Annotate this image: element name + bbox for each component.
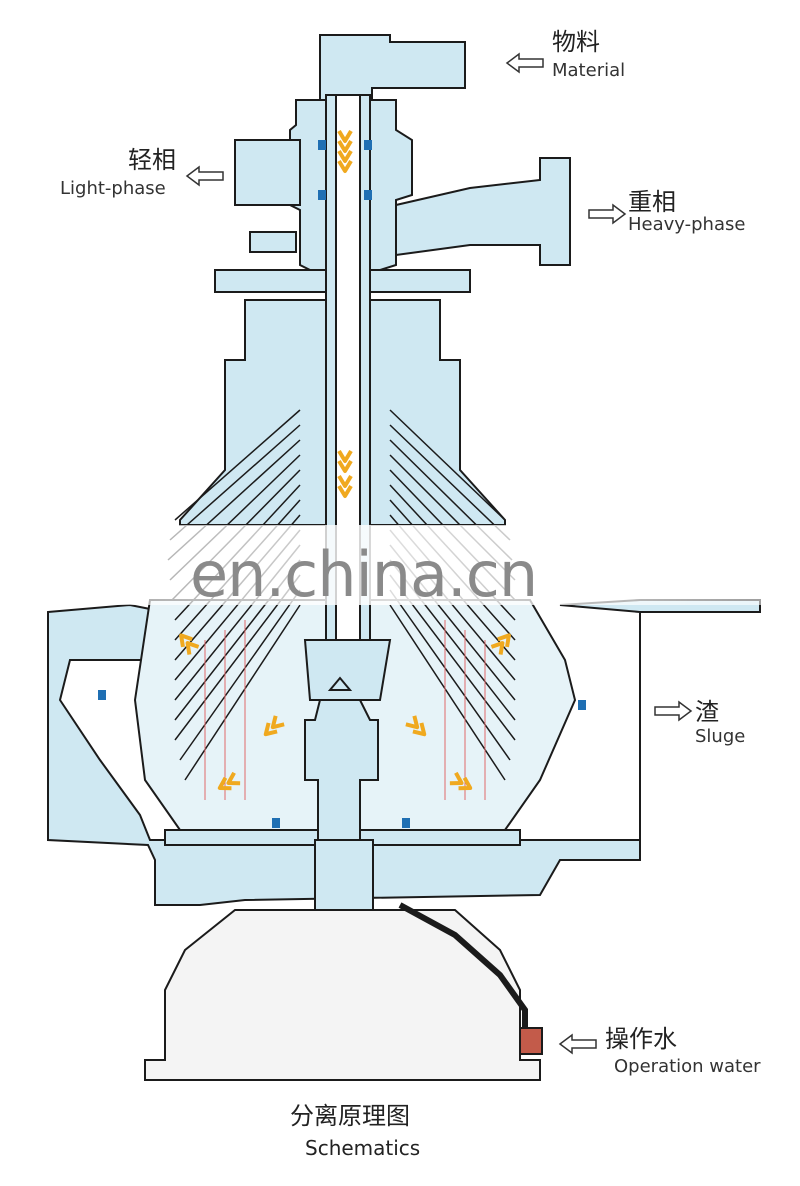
watermark-band <box>0 525 800 605</box>
operation-water-label-en: Operation water <box>614 1056 761 1077</box>
light-phase-arrow-icon <box>185 165 224 187</box>
sludge-arrow-icon <box>654 700 693 722</box>
sludge-label-en: Sluge <box>695 726 746 747</box>
watermark-text: en.china.cn <box>190 538 538 611</box>
caption-zh: 分离原理图 <box>290 1102 410 1130</box>
material-label-en: Material <box>552 60 626 81</box>
operation-water-label-zh: 操作水 <box>605 1025 677 1053</box>
sludge-label-zh: 渣 <box>695 698 719 726</box>
operation-water-arrow-icon <box>558 1033 597 1055</box>
spindle <box>304 676 379 911</box>
material-arrow-icon <box>505 52 544 74</box>
heavy-phase-label-zh: 重相 <box>628 188 676 216</box>
red-guide-lines <box>204 620 486 800</box>
seals <box>98 140 586 828</box>
housing <box>47 34 761 906</box>
heavy-phase-label-en: Heavy-phase <box>628 214 746 235</box>
light-phase-label-zh: 轻相 <box>128 146 176 174</box>
light-phase-label-en: Light-phase <box>60 178 166 199</box>
material-label-zh: 物料 <box>552 28 600 56</box>
base <box>144 902 543 1081</box>
caption-en: Schematics <box>305 1136 421 1160</box>
heavy-phase-arrow-icon <box>588 203 627 225</box>
